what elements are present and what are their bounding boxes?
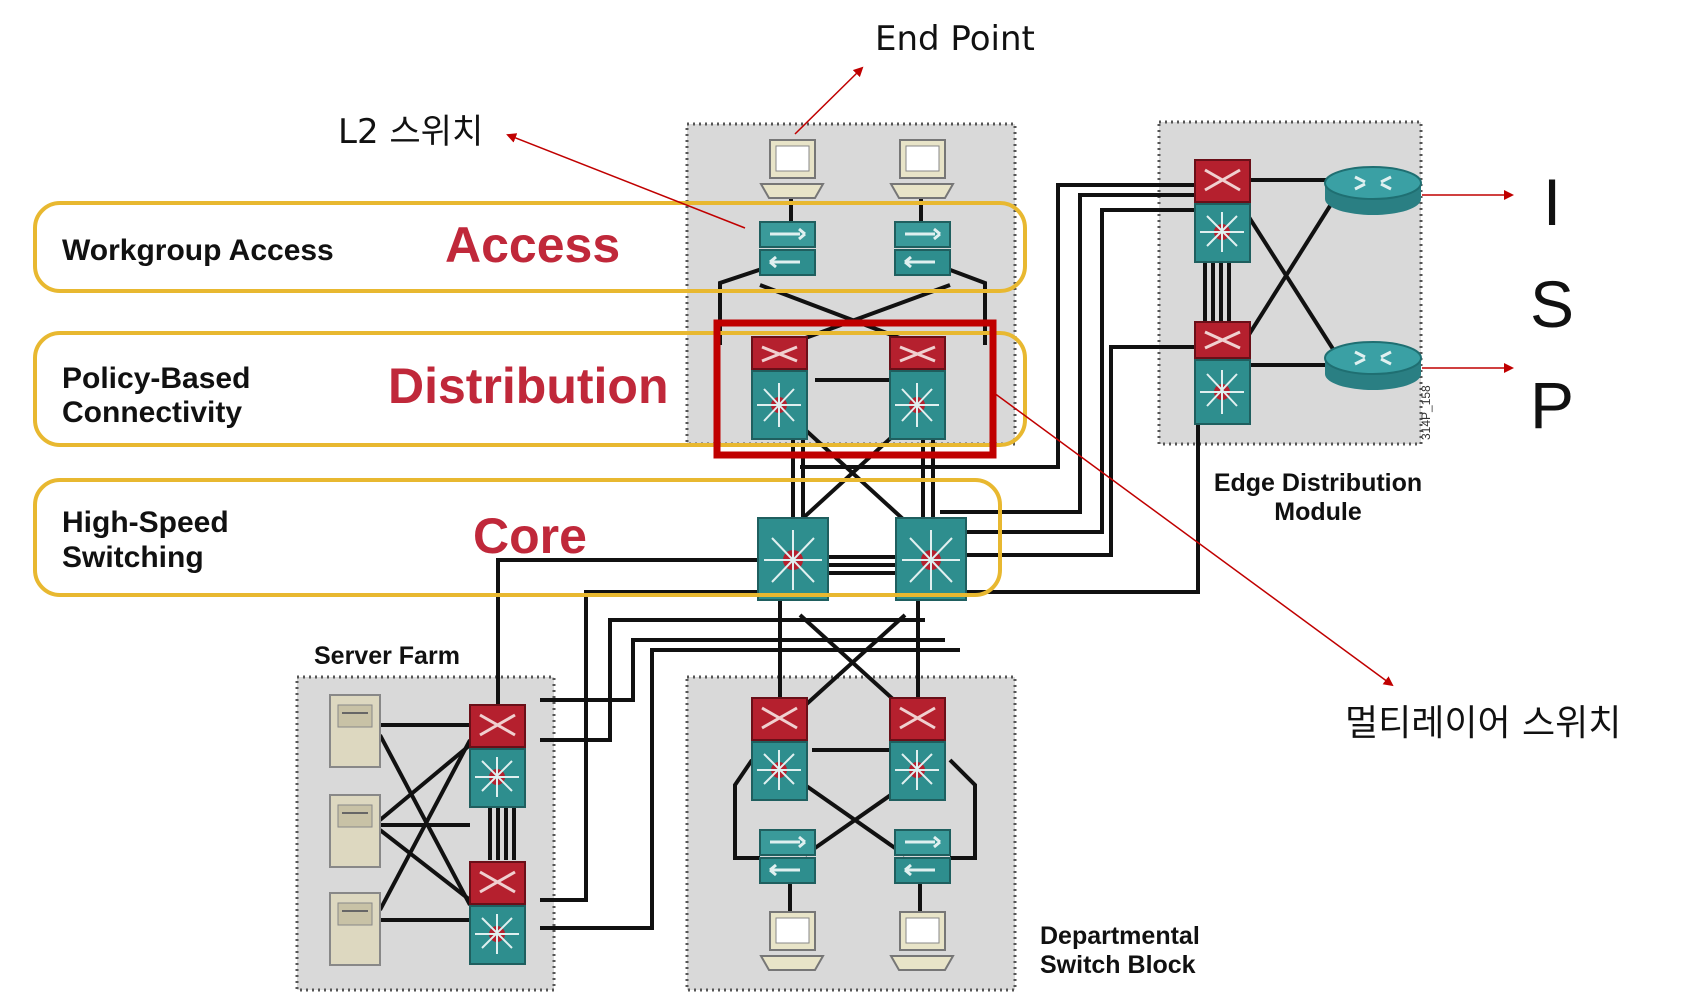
core-switch-icon — [757, 517, 829, 601]
l2-switch-icon — [894, 221, 951, 276]
server-farm-label: Server Farm — [314, 642, 460, 670]
multilayer-switch-icon — [469, 704, 526, 808]
multilayer-switch-icon — [751, 697, 808, 801]
annotation-arrows — [506, 66, 1514, 687]
layer-bands — [33, 201, 1027, 597]
l2-switch-icon — [759, 221, 816, 276]
figure-code: 314P_158 — [1419, 385, 1433, 440]
edge-distribution-label-line2: Module — [1274, 498, 1362, 526]
layer-name-core: Core — [473, 508, 587, 564]
end-point-label: End Point — [875, 19, 1035, 59]
layer-description-core-line1: High-Speed — [62, 506, 229, 539]
multilayer-switch-icon — [889, 336, 946, 440]
core-switch-icon — [895, 517, 967, 601]
layer-description-core-line2: Switching — [62, 541, 204, 574]
layer-name-access: Access — [445, 217, 620, 273]
isp-letter-p: P — [1530, 368, 1574, 442]
layer-description-access: Workgroup Access — [62, 234, 334, 267]
access-layer-band — [33, 201, 1027, 293]
router-icon — [1324, 166, 1422, 215]
cables — [378, 178, 1342, 930]
l2-switch-label: L2 스위치 — [338, 112, 483, 152]
end-point-arrow — [794, 66, 864, 135]
l2-switch-icon — [759, 829, 816, 884]
pc-icon — [759, 139, 825, 199]
multilayer-switch-icon — [469, 861, 526, 965]
isp-letter-i: I — [1543, 165, 1561, 239]
l2-switch-arrow — [506, 133, 746, 229]
multilayer-switch-label: 멀티레이어 스위치 — [1345, 703, 1621, 744]
multilayer-switch-icon — [1194, 159, 1251, 263]
departmental-switch-block-line1: Departmental — [1040, 922, 1200, 950]
pc-icon — [889, 911, 955, 971]
pc-icon — [759, 911, 825, 971]
pc-icon — [889, 139, 955, 199]
multilayer-switch-icon — [751, 336, 808, 440]
layer-name-distribution: Distribution — [388, 358, 669, 414]
router-icon — [1324, 341, 1422, 390]
isp-letter-s: S — [1530, 267, 1574, 341]
departmental-switch-block-box — [685, 675, 1017, 992]
server-icon — [329, 794, 381, 868]
server-icon — [329, 694, 381, 768]
multilayer-switch-arrow — [989, 389, 1394, 687]
layer-description-distribution-line2: Connectivity — [62, 396, 242, 429]
multilayer-switch-icon — [1194, 321, 1251, 425]
edge-distribution-label-line1: Edge Distribution — [1214, 469, 1422, 497]
server-icon — [329, 892, 381, 966]
multilayer-switch-icon — [889, 697, 946, 801]
departmental-switch-block-line2: Switch Block — [1040, 951, 1196, 979]
access-distribution-module — [685, 122, 1017, 446]
distribution-layer-band — [33, 331, 1027, 447]
l2-switch-icon — [894, 829, 951, 884]
distribution-highlight-box — [713, 319, 997, 459]
layer-description-distribution-line1: Policy-Based — [62, 362, 250, 395]
core-layer-band — [33, 478, 1002, 597]
